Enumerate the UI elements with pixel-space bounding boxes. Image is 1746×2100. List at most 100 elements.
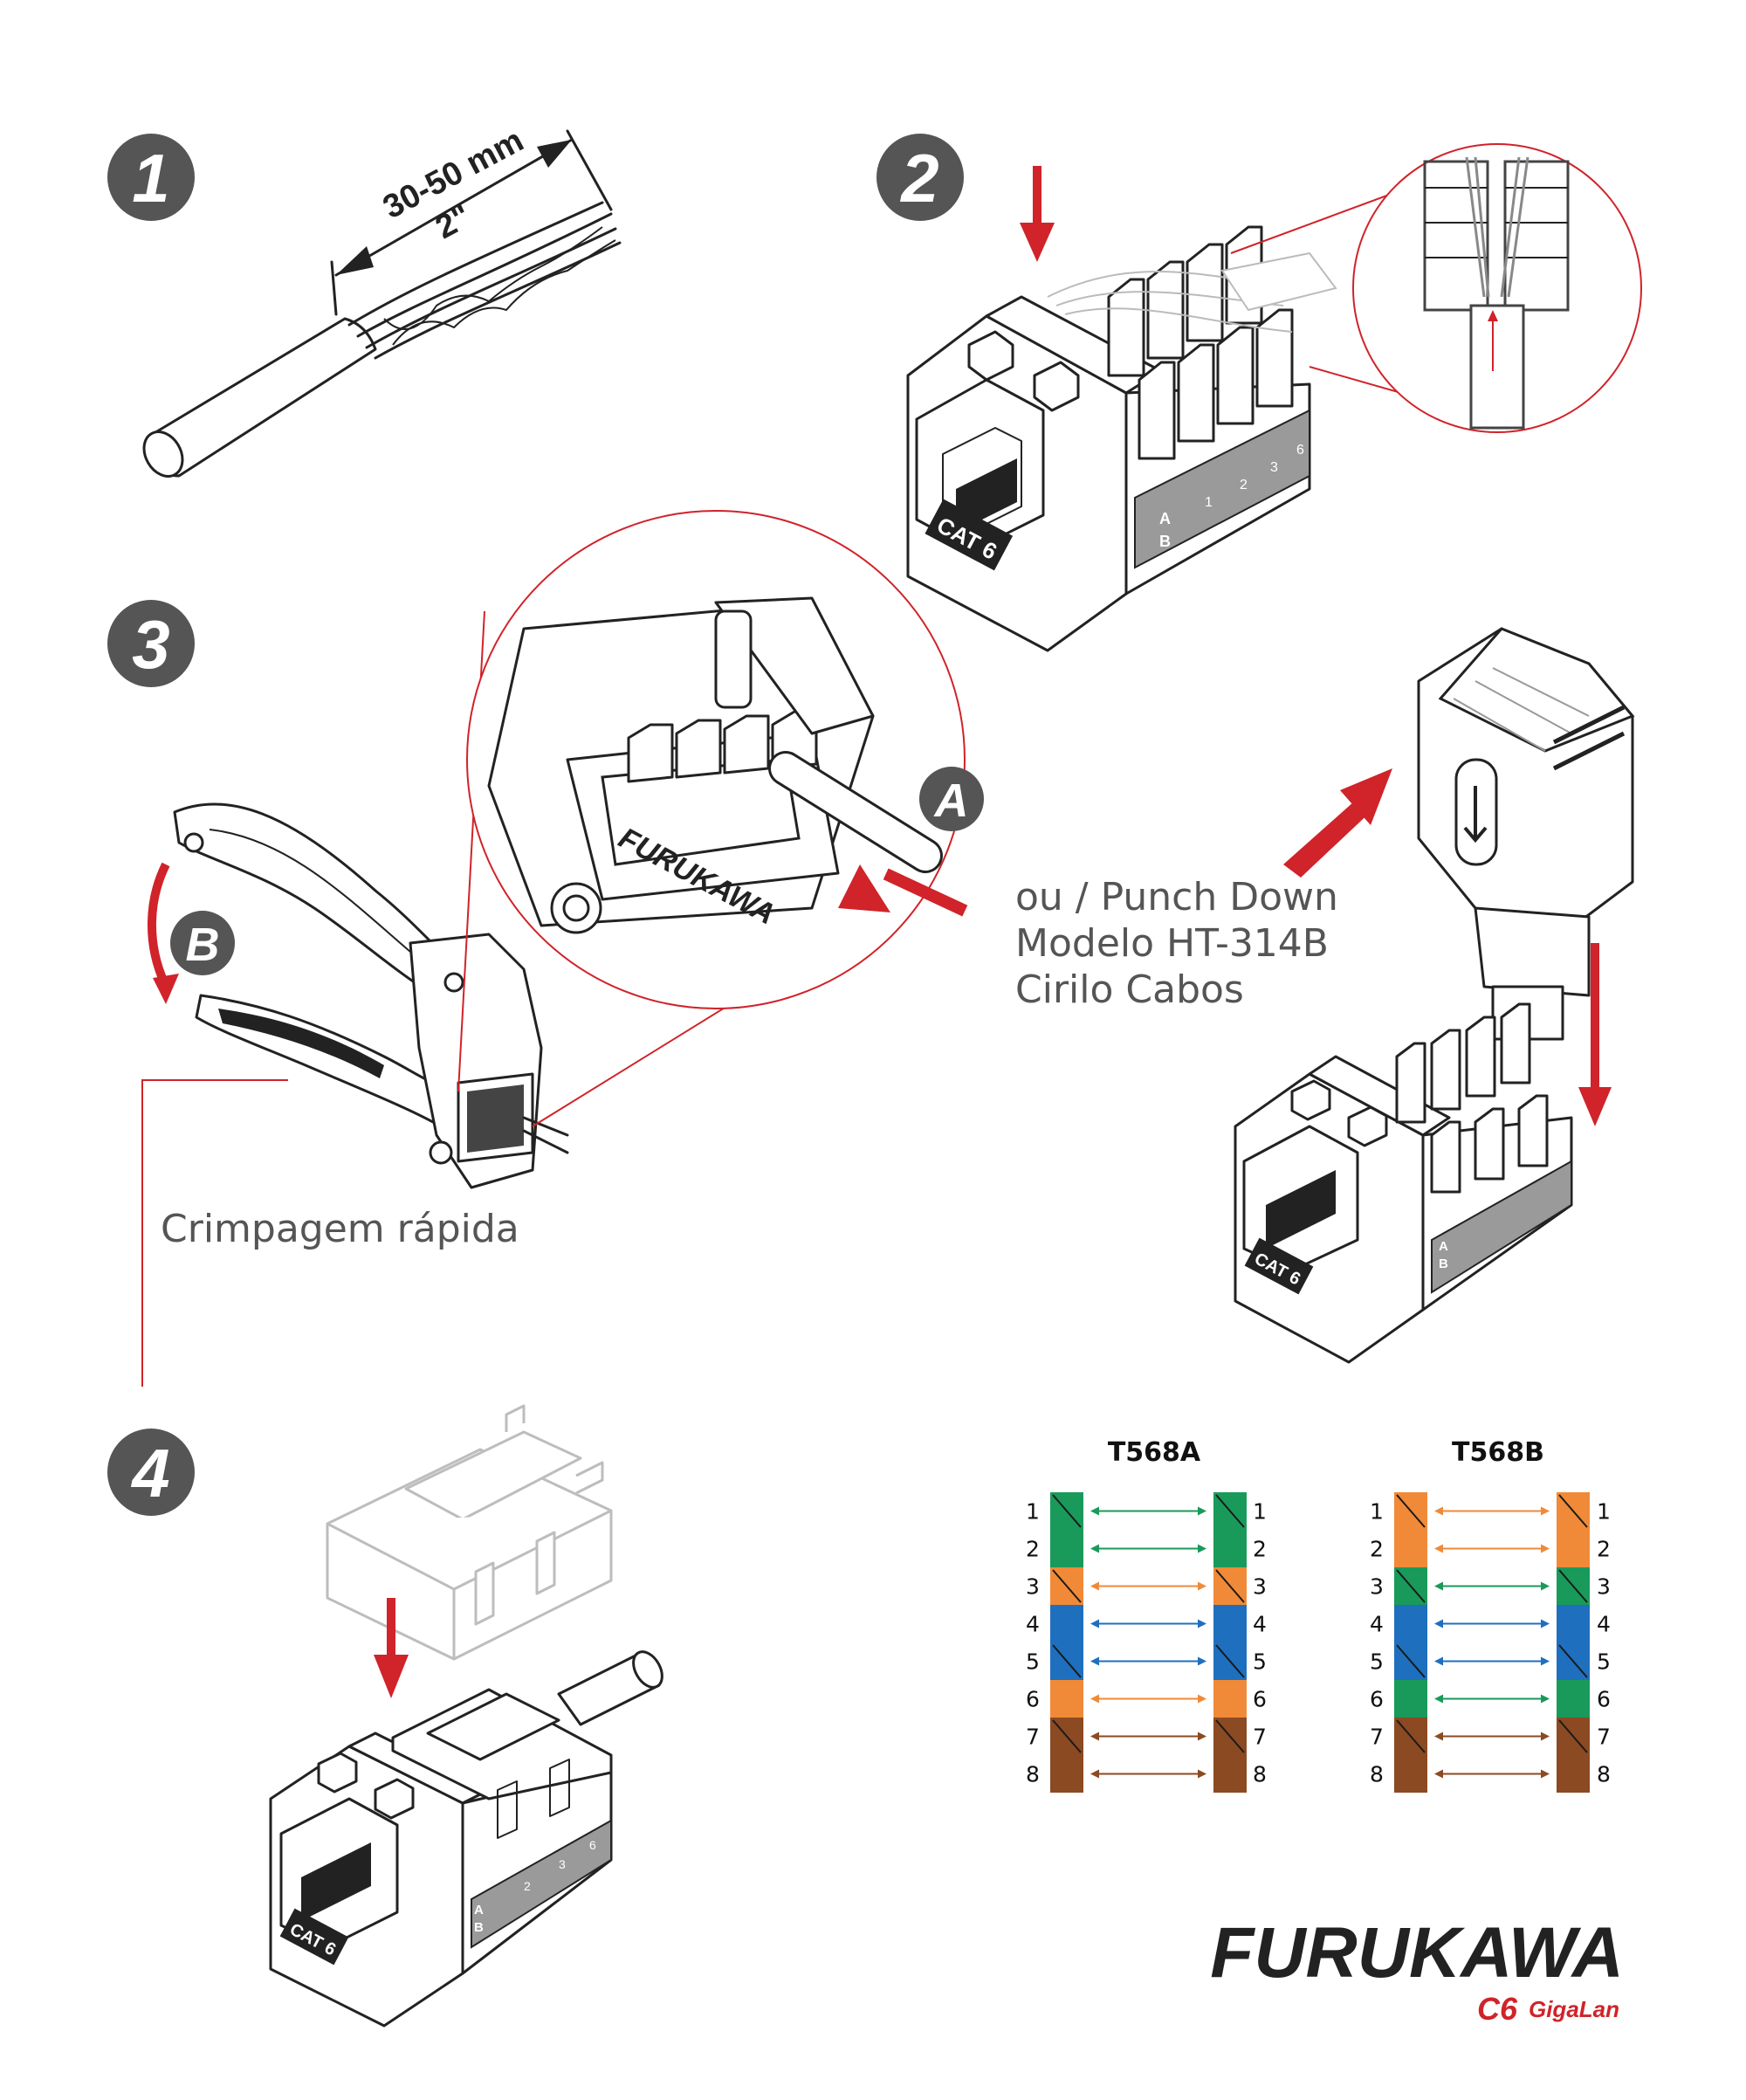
t568b-pin-5-right-label: 5: [1597, 1649, 1611, 1675]
t568b-pin-6-right-swatch: [1557, 1680, 1590, 1718]
step1-stripped-cable: 30-50 mm 2": [142, 122, 622, 478]
t568b-pin-4-right-swatch: [1557, 1605, 1590, 1642]
t568b-pin-1-left-swatch: [1394, 1492, 1427, 1530]
jack-pair-3-step2: 3: [1270, 460, 1278, 475]
t568b-pin-7-left-swatch: [1394, 1718, 1427, 1755]
red-down-arrow-punch: [1578, 1087, 1612, 1126]
step4-cap-assembly: CAT 6 A B 2 3 6: [269, 1404, 663, 2028]
jack-pair-6-step2: 6: [1296, 443, 1304, 458]
punch-down-callout: ou / Punch Down Modelo HT-314B Cirilo Ca…: [1015, 875, 1338, 1012]
jack-row-b-step4: B: [474, 1920, 484, 1935]
t568b-pin-3-left-swatch: [1394, 1567, 1427, 1605]
t568a-pin-7-right-swatch: [1213, 1718, 1247, 1755]
t568b-pin-1-right-swatch: [1557, 1492, 1590, 1530]
t568a-pin-2-left-swatch: [1050, 1530, 1083, 1567]
punch-down-line2: Modelo HT-314B: [1015, 921, 1329, 966]
t568a-pin-2-right-swatch: [1213, 1530, 1247, 1567]
t568a-pin-4-left-swatch: [1050, 1605, 1083, 1642]
jack-pair-1-step2: 1: [1205, 495, 1213, 510]
logo-product-prefix: C6: [1477, 1991, 1518, 2027]
t568b-pin-7-right-label: 7: [1597, 1725, 1611, 1750]
punch-down-tool: [1283, 627, 1635, 1126]
t568a-pin-8-left-label: 8: [1026, 1762, 1040, 1787]
furukawa-logo: FURUKAWA C6 GigaLan: [1210, 1913, 1624, 2027]
t568b-title: T568B: [1452, 1437, 1544, 1468]
t568a-pin-4-right-swatch: [1213, 1605, 1247, 1642]
step2-jack-wiring: CAT 6 A B 1 2 3 6: [906, 143, 1642, 652]
step-badge-3: 3: [107, 600, 195, 687]
marker-b: B: [186, 919, 220, 971]
t568a-pin-6-left-swatch: [1050, 1680, 1083, 1718]
t568b-pin-6-right-label: 6: [1597, 1687, 1611, 1712]
t568a-pin-6-right-label: 6: [1253, 1687, 1267, 1712]
t568a-pin-7-right-label: 7: [1253, 1725, 1267, 1750]
jack-row-a-punch: A: [1439, 1239, 1448, 1254]
t568b-pin-7-left-label: 7: [1370, 1725, 1384, 1750]
t568a-pin-1-left-label: 1: [1026, 1499, 1040, 1525]
jack-pair-2-step4: 2: [524, 1879, 531, 1893]
t568a-pin-8-right-label: 8: [1253, 1762, 1267, 1787]
crimp-callout: Crimpagem rápida: [141, 1079, 519, 1387]
t568b-pin-3-left-label: 3: [1370, 1574, 1384, 1600]
t568b-pin-8-right-swatch: [1557, 1755, 1590, 1793]
t568b-pin-5-left-swatch: [1394, 1642, 1427, 1680]
logo-product-name: GigaLan: [1529, 1996, 1619, 2022]
red-arrow-a: [838, 864, 890, 912]
step-number-3: 3: [132, 606, 169, 683]
t568a-pin-3-left-label: 3: [1026, 1574, 1040, 1600]
t568b-pin-2-left-label: 2: [1370, 1537, 1384, 1562]
red-curved-arrow-b: [153, 974, 179, 1004]
step-number-4: 4: [130, 1435, 169, 1511]
t568b-pin-8-left-label: 8: [1370, 1762, 1384, 1787]
t568a-pin-7-left-label: 7: [1026, 1725, 1040, 1750]
t568b-pin-1-left-label: 1: [1370, 1499, 1384, 1525]
t568a-pin-3-right-label: 3: [1253, 1574, 1267, 1600]
t568a-pin-6-right-swatch: [1213, 1680, 1247, 1718]
punch-down-jack: CAT 6 A B: [1234, 1002, 1573, 1364]
t568b-pin-2-right-label: 2: [1597, 1537, 1611, 1562]
t568b-pin-6-left-swatch: [1394, 1680, 1427, 1718]
t568a-pin-8-right-swatch: [1213, 1755, 1247, 1793]
t568b-pin-3-right-label: 3: [1597, 1574, 1611, 1600]
t568a-pin-1-right-label: 1: [1253, 1499, 1267, 1525]
t568a-pin-3-left-swatch: [1050, 1567, 1083, 1605]
t568b-pin-4-left-swatch: [1394, 1605, 1427, 1642]
logo-brand: FURUKAWA: [1210, 1913, 1624, 1993]
t568a-pin-1-right-swatch: [1213, 1492, 1247, 1530]
step3-crimp-tool: B FURUKAWA A: [147, 510, 984, 1189]
jack-pair-3-step4: 3: [559, 1857, 566, 1871]
t568b-pin-3-right-swatch: [1557, 1567, 1590, 1605]
step3-zoom-circle: FURUKAWA: [466, 510, 966, 1009]
t568a-pin-4-right-label: 4: [1253, 1612, 1267, 1637]
jack-row-a-step4: A: [474, 1903, 484, 1918]
t568a-pin-4-left-label: 4: [1026, 1612, 1040, 1637]
red-arrow-punch: [1340, 768, 1392, 825]
t568a-pin-5-left-label: 5: [1026, 1649, 1040, 1675]
dimension-inch-label: 2": [430, 198, 477, 246]
step-badge-1: 1: [107, 134, 195, 221]
t568a-pin-3-right-swatch: [1213, 1567, 1247, 1605]
jack-row-b-step2: B: [1159, 533, 1171, 550]
jack-row-a-step2: A: [1159, 510, 1171, 527]
t568b-pin-4-right-label: 4: [1597, 1612, 1611, 1637]
t568a-pin-7-left-swatch: [1050, 1718, 1083, 1755]
t568b-pin-2-left-swatch: [1394, 1530, 1427, 1567]
t568b-pin-5-right-swatch: [1557, 1642, 1590, 1680]
step2-zoom-circle: [1352, 143, 1642, 433]
jack-row-b-punch: B: [1439, 1257, 1448, 1271]
step-number-1: 1: [132, 140, 169, 217]
t568b-pin-5-left-label: 5: [1370, 1649, 1384, 1675]
t568a-pin-5-right-swatch: [1213, 1642, 1247, 1680]
red-down-arrow-step4: [374, 1655, 409, 1698]
step-badge-2: 2: [876, 134, 964, 221]
t568b-pin-1-right-label: 1: [1597, 1499, 1611, 1525]
t568b-pin-8-right-label: 8: [1597, 1762, 1611, 1787]
t568b-pin-4-left-label: 4: [1370, 1612, 1384, 1637]
t568b-pin-8-left-swatch: [1394, 1755, 1427, 1793]
punch-down-line1: ou / Punch Down: [1015, 875, 1338, 919]
step-badge-4: 4: [107, 1429, 195, 1516]
crimp-label: Crimpagem rápida: [161, 1207, 519, 1251]
